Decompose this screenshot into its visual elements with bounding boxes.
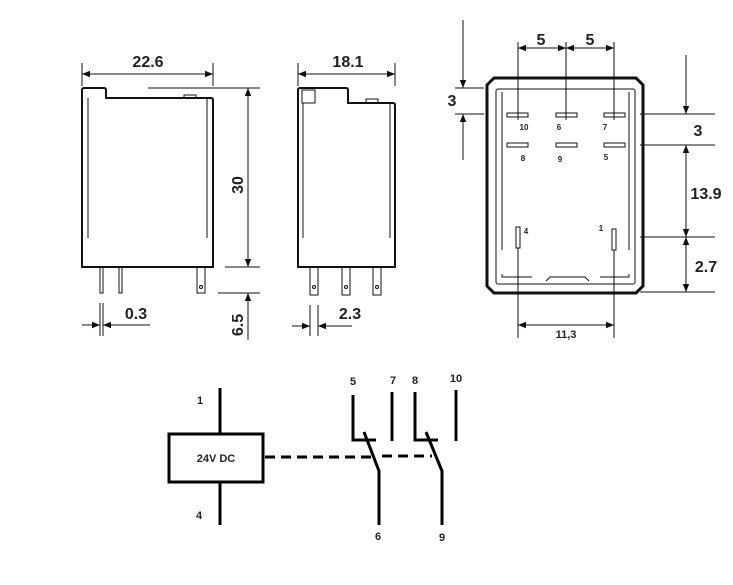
pin-label-8: 8	[521, 154, 526, 163]
dim-height: 30	[230, 176, 247, 194]
schematic: 24V DC 1 4 5 7 6 8 10 9	[167, 373, 462, 544]
coil-pin-1: 1	[197, 395, 203, 407]
contact-pin-9: 9	[439, 532, 445, 544]
coil-pin-4: 4	[196, 510, 203, 522]
front-view: 22.6 30 6.5 0.3	[81, 54, 260, 340]
pin-label-7: 7	[603, 123, 608, 132]
dim-pin-length: 6.5	[230, 314, 247, 336]
dim-coil-pin-spacing: 11,3	[556, 329, 577, 341]
contact-pin-5: 5	[350, 376, 356, 388]
pin-label-1: 1	[599, 224, 604, 233]
dim-front-width: 22.6	[132, 54, 163, 71]
coil-label: 24V DC	[197, 453, 236, 465]
contact-pin-7: 7	[390, 375, 396, 387]
pin-label-9: 9	[558, 155, 563, 164]
dim-pitch-right: 5	[586, 32, 595, 49]
dim-top-offset: 3	[448, 93, 457, 110]
dim-side-pin-width: 2.3	[339, 306, 361, 323]
pin-label-4: 4	[524, 227, 529, 236]
pin-label-6: 6	[557, 123, 562, 132]
dim-side-width: 18.1	[332, 54, 363, 71]
pin-label-10: 10	[520, 123, 529, 132]
contact-pin-10: 10	[450, 373, 462, 385]
pin-label-5: 5	[604, 153, 609, 162]
dim-row-spacing: 3	[694, 123, 703, 140]
dim-pitch-left: 5	[537, 32, 546, 49]
dim-bottom-offset: 2.7	[695, 259, 717, 276]
coil-box	[167, 432, 265, 484]
bottom-view: 10 6 7 8 9 5 4 1 5 5 3 3 13.9 2.7	[448, 20, 722, 341]
dim-coil-pin-offset: 13.9	[690, 186, 721, 203]
contact-pin-6: 6	[375, 531, 381, 543]
side-view: 18.1 2.3	[292, 54, 396, 336]
contact-pin-8: 8	[412, 375, 418, 387]
dim-pin-thickness: 0.3	[125, 306, 147, 323]
